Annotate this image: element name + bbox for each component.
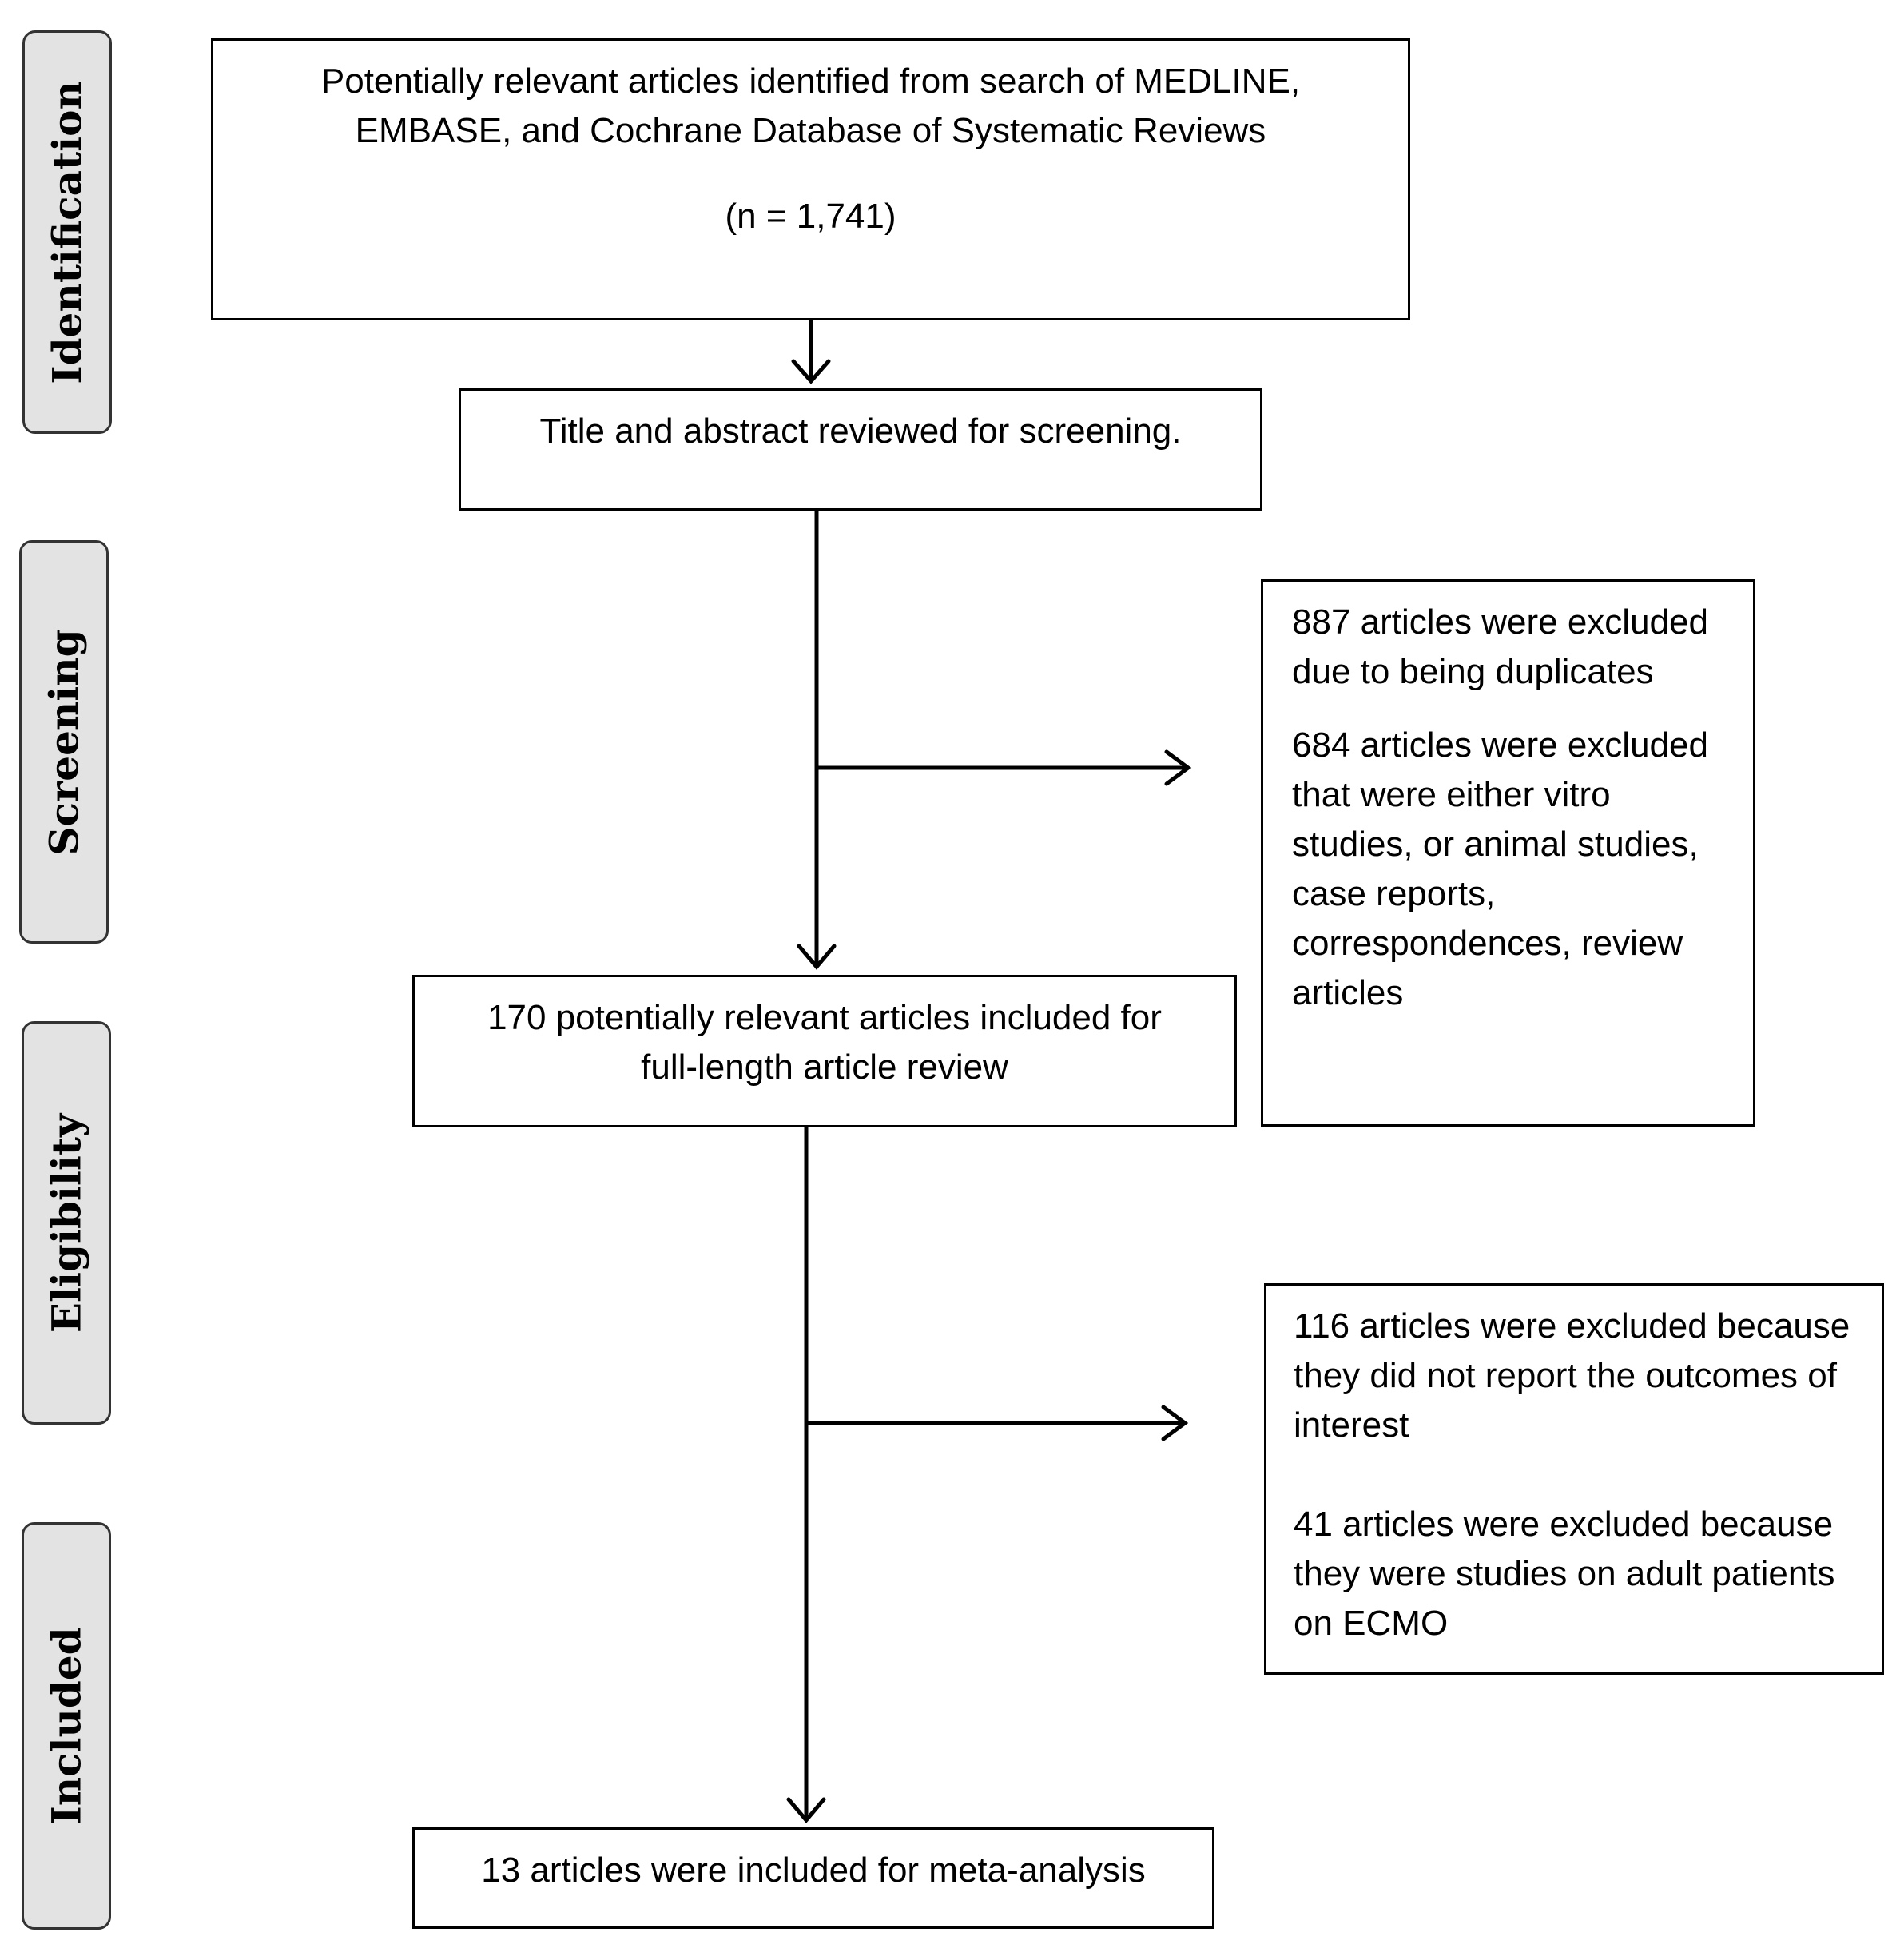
eligibility-exclusions-box: 116 articles were excluded because they … xyxy=(1264,1283,1884,1675)
stage-label-screening: Screening xyxy=(19,540,109,944)
exclusion-no-outcomes: 116 articles were excluded because they … xyxy=(1294,1306,1850,1445)
full-length-review-text: 170 potentially relevant articles includ… xyxy=(487,998,1162,1087)
stage-label-identification: Identification xyxy=(22,30,112,434)
exclusion-duplicates: 887 articles were excluded due to being … xyxy=(1292,602,1708,691)
records-identified-count: (n = 1,741) xyxy=(725,197,896,236)
full-length-review-box: 170 potentially relevant articles includ… xyxy=(412,975,1237,1127)
arrow-to-screening-exclusions xyxy=(814,749,1192,786)
stage-label-eligibility: Eligibility xyxy=(22,1021,111,1425)
stage-label-included: Included xyxy=(22,1522,111,1930)
arrow-full-length-to-included xyxy=(786,1125,826,1823)
records-identified-line1: Potentially relevant articles identified… xyxy=(320,62,1301,101)
arrow-screening-to-full-length xyxy=(797,508,837,970)
screening-box: Title and abstract reviewed for screenin… xyxy=(459,388,1262,511)
exclusion-study-types: 684 articles were excluded that were eit… xyxy=(1292,726,1708,1012)
screening-exclusions-box: 887 articles were excluded due to being … xyxy=(1261,579,1755,1127)
screening-box-text: Title and abstract reviewed for screenin… xyxy=(539,411,1182,451)
included-box-text: 13 articles were included for meta-analy… xyxy=(481,1851,1146,1890)
arrow-identified-to-screening xyxy=(791,318,831,384)
exclusion-adult-ecmo: 41 articles were excluded because they w… xyxy=(1294,1505,1835,1643)
records-identified-line2: EMBASE, and Cochrane Database of Systema… xyxy=(355,111,1266,150)
arrow-to-eligibility-exclusions xyxy=(804,1405,1189,1441)
included-box: 13 articles were included for meta-analy… xyxy=(412,1827,1214,1929)
records-identified-box: Potentially relevant articles identified… xyxy=(211,38,1410,320)
